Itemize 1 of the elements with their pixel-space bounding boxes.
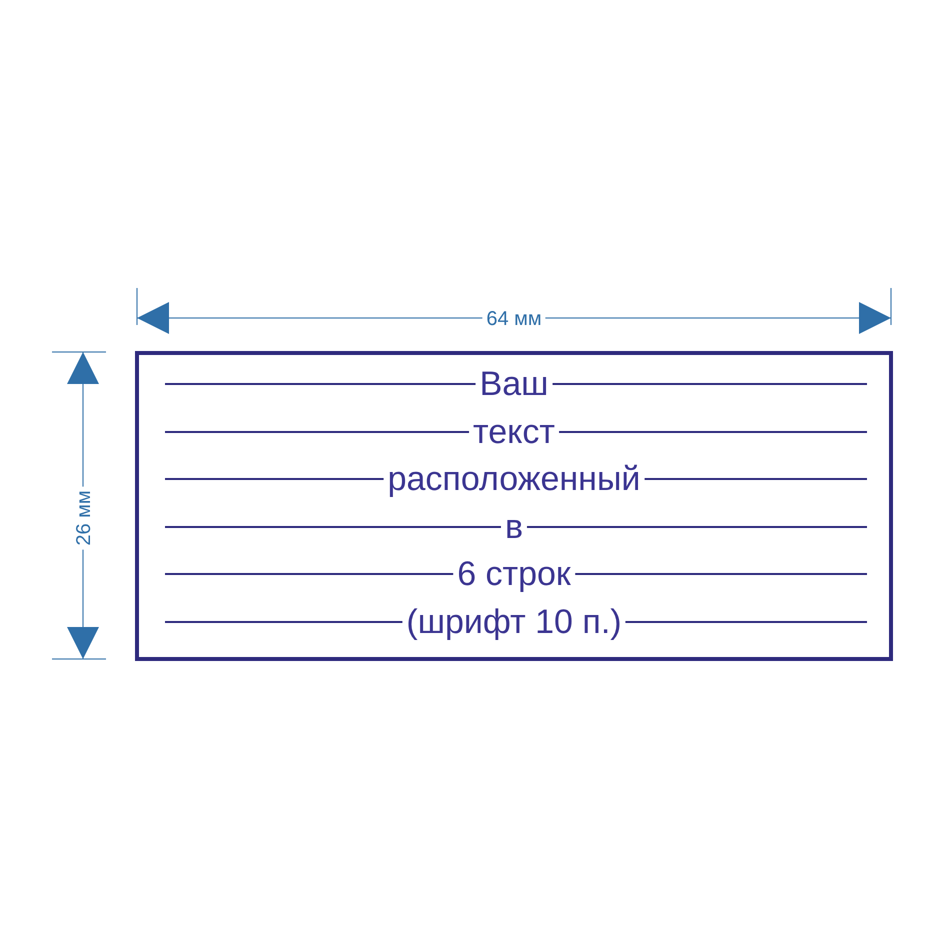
stamp-frame bbox=[135, 351, 893, 661]
